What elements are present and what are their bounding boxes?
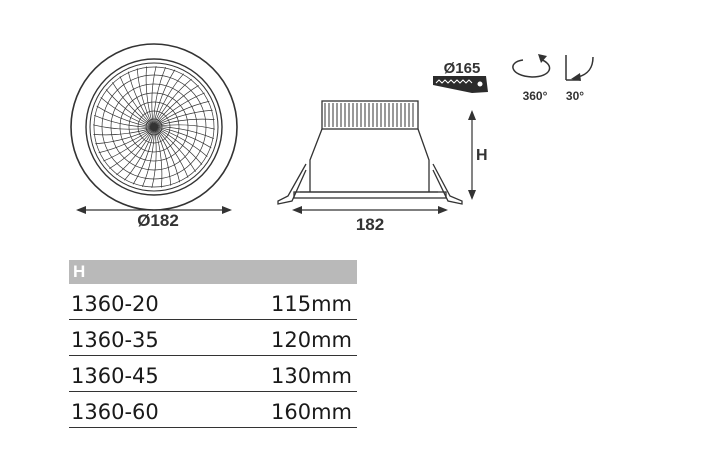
- tilt-30-icon: 30°: [565, 55, 594, 103]
- model-cell: 1360-45: [71, 364, 159, 388]
- height-cell: 120mm: [271, 328, 352, 352]
- cutout-saw-icon: Ø165: [433, 60, 488, 93]
- rotation-horizontal-label: 360°: [523, 89, 548, 103]
- side-view: [277, 100, 463, 205]
- table-row: 1360-20 115mm: [69, 284, 357, 320]
- model-cell: 1360-20: [71, 292, 159, 316]
- table-header: H: [69, 260, 357, 284]
- table-row: 1360-45 130mm: [69, 356, 357, 392]
- model-cell: 1360-35: [71, 328, 159, 352]
- table-row: 1360-35 120mm: [69, 320, 357, 356]
- model-cell: 1360-60: [71, 400, 159, 424]
- side-view-width-dimension: 182: [292, 206, 448, 234]
- height-cell: 160mm: [271, 400, 352, 424]
- reflector-grid: [92, 65, 216, 189]
- side-view-height-dimension: H: [468, 110, 488, 200]
- table-row: 1360-60 160mm: [69, 392, 357, 428]
- top-view-diameter-label: Ø182: [137, 211, 179, 230]
- rotate-360-icon: 360°: [512, 54, 551, 103]
- technical-drawing: Ø182 182 H Ø165 360°: [70, 43, 594, 234]
- top-view-dimension: Ø182: [76, 206, 232, 230]
- rotation-tilt-label: 30°: [566, 89, 584, 103]
- height-cell: 130mm: [271, 364, 352, 388]
- side-view-width-label: 182: [356, 215, 384, 234]
- cutout-diameter-label: Ø165: [444, 60, 481, 77]
- height-spec-table: H 1360-20 115mm 1360-35 120mm 1360-45 13…: [69, 260, 357, 428]
- top-view: [70, 43, 238, 211]
- side-view-height-label: H: [476, 147, 488, 164]
- height-cell: 115mm: [271, 292, 352, 316]
- heatsink-fins: [324, 103, 414, 127]
